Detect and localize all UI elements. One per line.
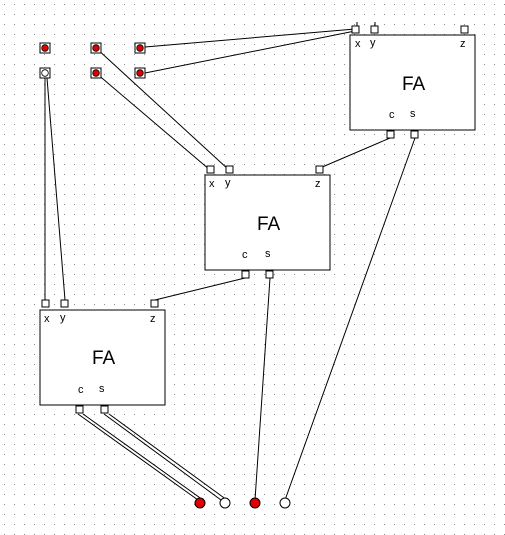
full-adder-block[interactable]: x y z FA c s — [204, 165, 331, 279]
wire[interactable] — [103, 413, 222, 501]
switch-indicator — [136, 69, 144, 77]
port-c[interactable] — [241, 270, 250, 279]
full-adder-block[interactable]: x y z FA c s — [349, 25, 476, 139]
port-label-c: c — [389, 109, 395, 121]
port-y[interactable] — [225, 165, 234, 174]
port-x[interactable] — [41, 299, 50, 308]
wires — [44, 22, 416, 501]
wire[interactable] — [144, 30, 356, 74]
block-body[interactable] — [349, 34, 476, 131]
block-title: FA — [402, 74, 426, 95]
port-label-z: z — [460, 38, 466, 50]
port-c[interactable] — [75, 405, 84, 414]
switch-indicator — [41, 69, 49, 77]
port-label-s: s — [410, 108, 416, 120]
port-label-y: y — [225, 177, 231, 189]
wire[interactable] — [154, 277, 246, 301]
wire[interactable] — [319, 137, 391, 169]
block-title: FA — [257, 214, 281, 235]
wire[interactable] — [254, 277, 271, 501]
port-s[interactable] — [100, 405, 109, 414]
port-label-z: z — [150, 313, 156, 325]
port-label-c: c — [78, 384, 84, 396]
output-led[interactable] — [194, 497, 206, 509]
input-switch[interactable] — [134, 42, 146, 54]
wire[interactable] — [77, 413, 199, 501]
port-x[interactable] — [206, 165, 215, 174]
input-switch[interactable] — [134, 67, 146, 79]
port-s[interactable] — [410, 130, 419, 139]
output-led[interactable] — [249, 497, 261, 509]
wire[interactable] — [108, 413, 228, 501]
wire[interactable] — [95, 72, 211, 171]
port-label-z: z — [315, 178, 321, 190]
output-led[interactable] — [219, 497, 231, 509]
block-body[interactable] — [39, 309, 166, 406]
port-y[interactable] — [370, 25, 379, 34]
block-body[interactable] — [204, 174, 331, 271]
switch-indicator — [136, 44, 144, 52]
output-leds — [194, 497, 291, 509]
switch-indicator — [92, 69, 100, 77]
port-label-y: y — [370, 37, 376, 49]
port-label-s: s — [99, 383, 105, 395]
wire[interactable] — [46, 77, 66, 301]
wire[interactable] — [284, 137, 416, 501]
port-label-c: c — [242, 249, 248, 261]
port-c[interactable] — [386, 130, 395, 139]
input-switch[interactable] — [39, 42, 51, 54]
output-led[interactable] — [279, 497, 291, 509]
port-label-x: x — [209, 178, 215, 190]
wire[interactable] — [82, 413, 204, 501]
port-z[interactable] — [315, 165, 324, 174]
input-switches — [39, 42, 146, 79]
port-label-x: x — [355, 38, 361, 50]
port-label-x: x — [44, 313, 50, 325]
port-y[interactable] — [60, 299, 69, 308]
full-adder-block[interactable]: x y z FA c s — [39, 299, 166, 414]
port-label-y: y — [60, 312, 66, 324]
port-s[interactable] — [265, 270, 274, 279]
input-switch[interactable] — [90, 67, 102, 79]
switch-indicator — [41, 44, 49, 52]
switch-indicator — [92, 44, 100, 52]
port-label-s: s — [265, 248, 271, 260]
input-switch[interactable] — [39, 67, 51, 79]
port-z[interactable] — [150, 299, 159, 308]
wire[interactable] — [95, 47, 230, 171]
port-x[interactable] — [351, 25, 360, 34]
input-switch[interactable] — [90, 42, 102, 54]
port-z[interactable] — [460, 25, 469, 34]
block-title: FA — [92, 348, 116, 369]
wire[interactable] — [144, 28, 356, 48]
